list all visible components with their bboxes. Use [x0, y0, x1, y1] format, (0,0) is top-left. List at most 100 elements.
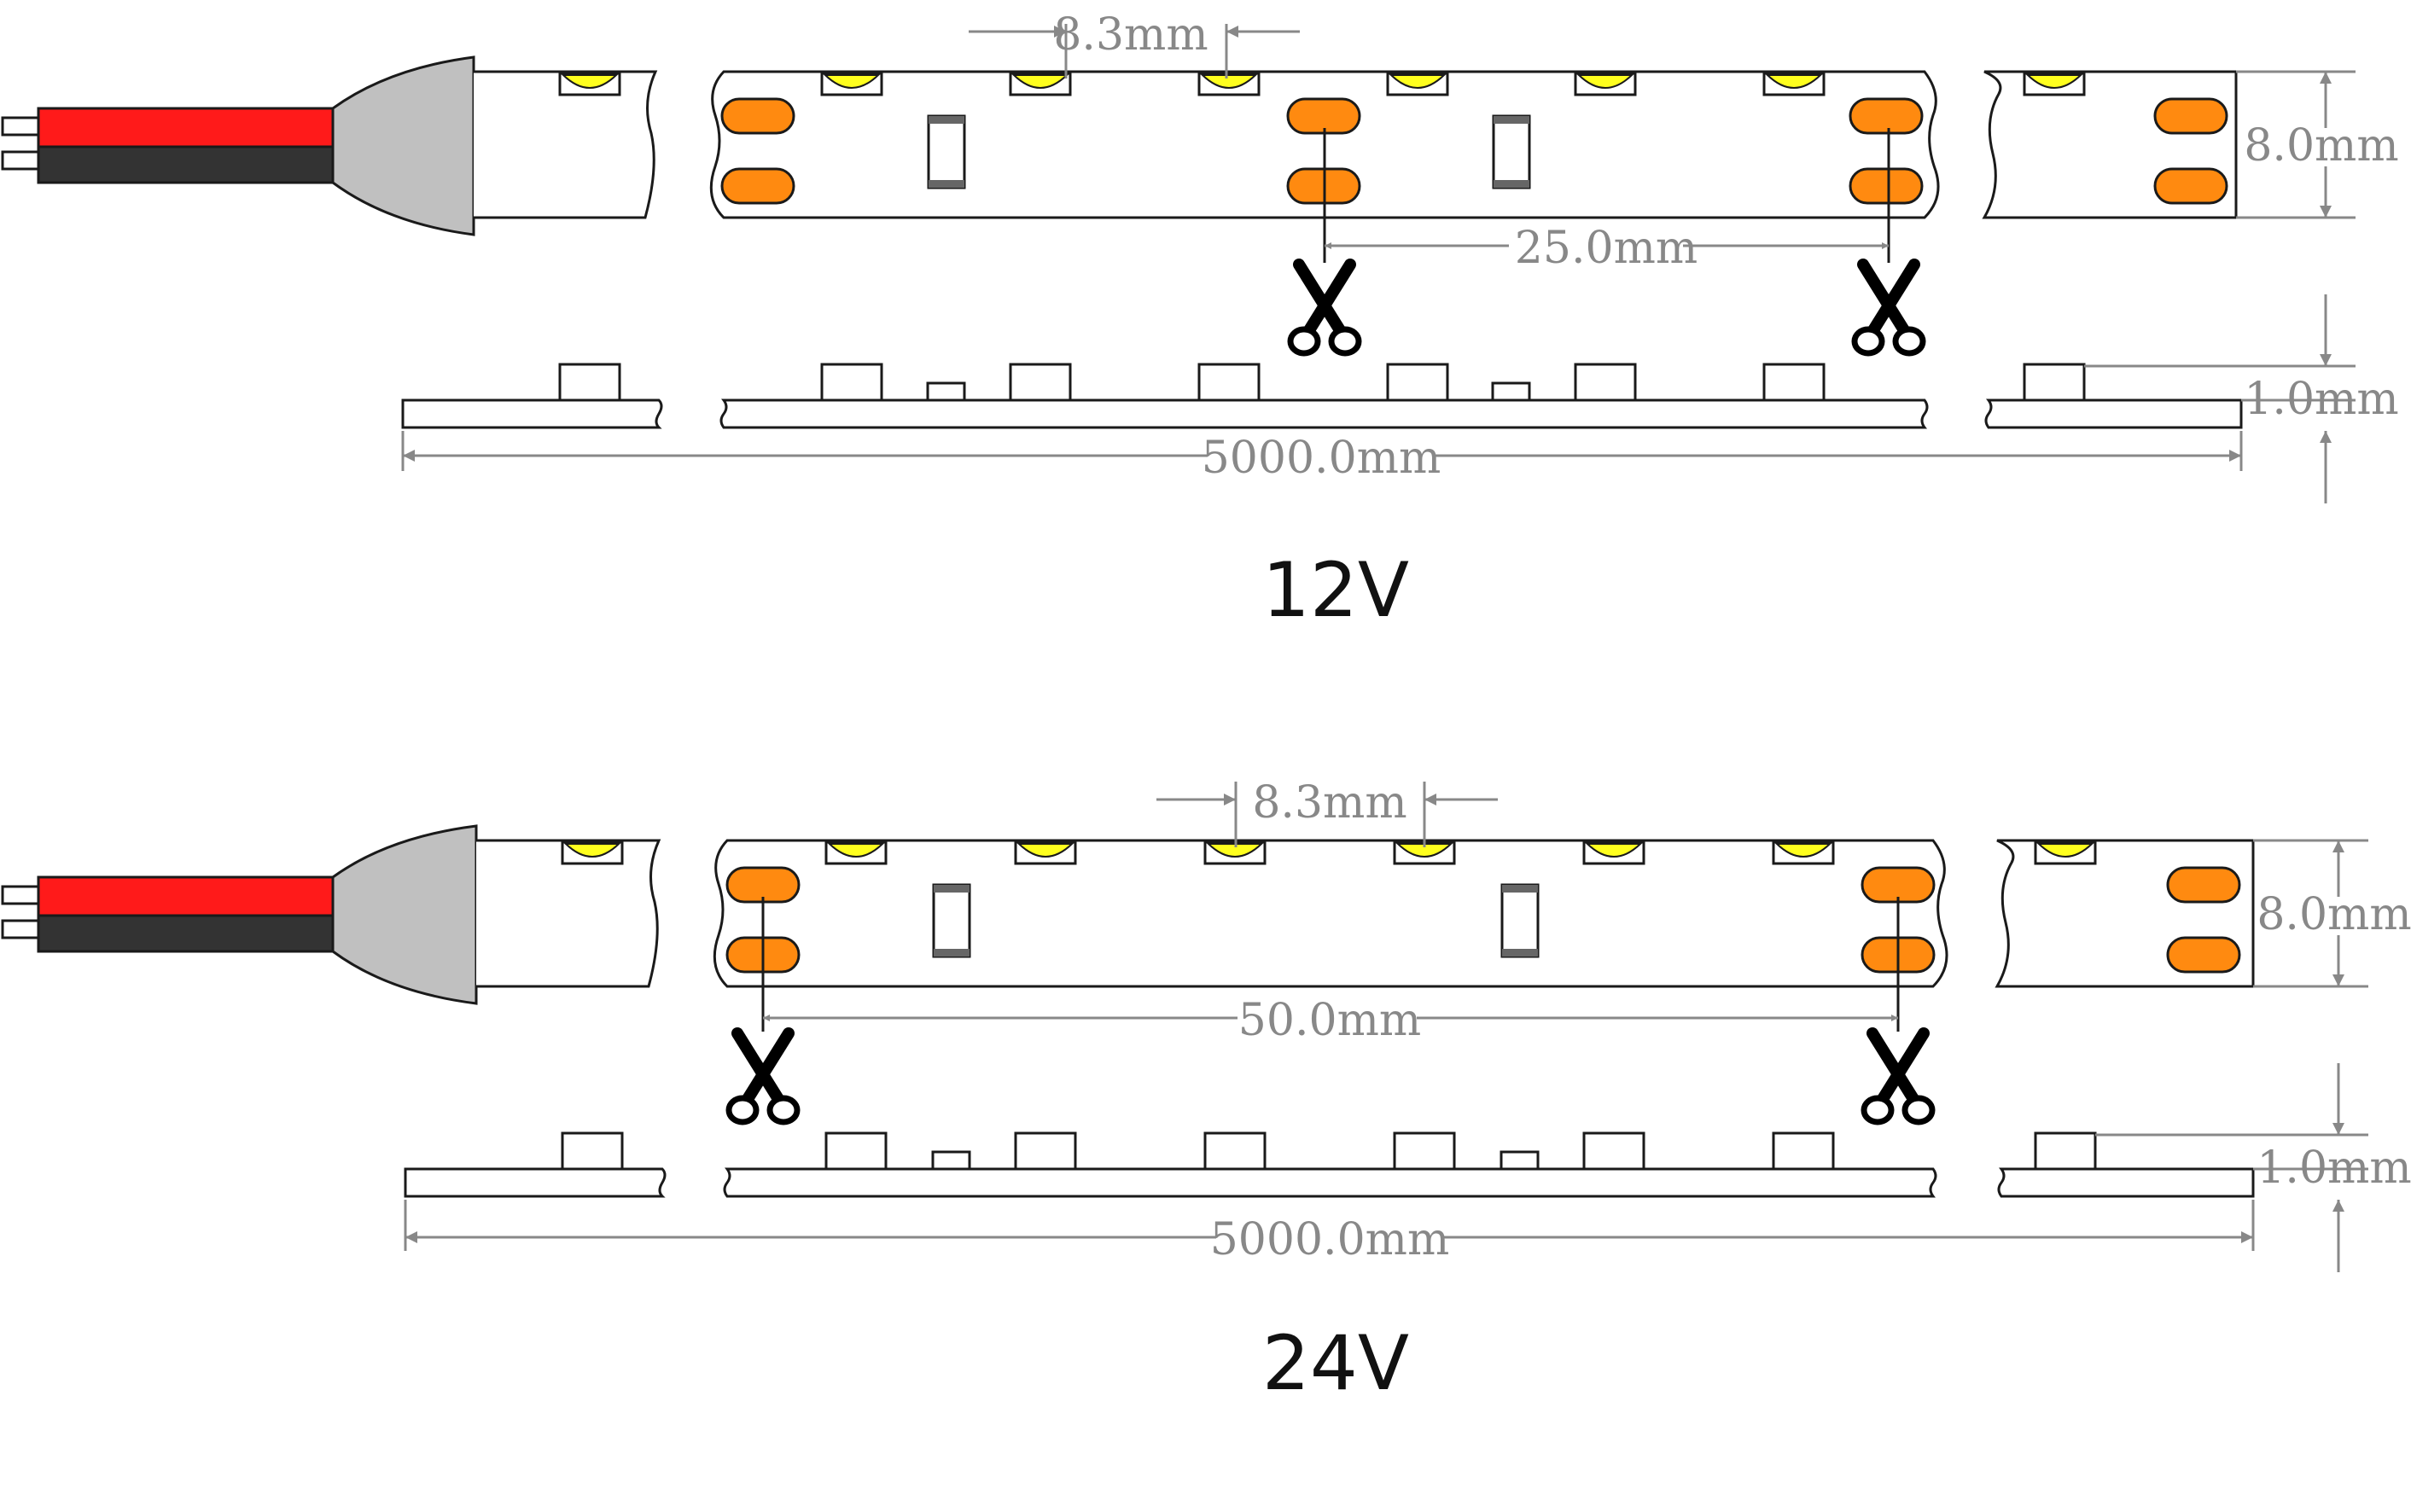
- led-pitch-dimension: 8.3mm: [1156, 777, 1498, 847]
- cut-interval-label: 50.0mm: [1238, 995, 1421, 1046]
- led-chip: [1203, 840, 1267, 865]
- led-chip: [1574, 72, 1637, 96]
- strip-top-middle: [713, 839, 1948, 988]
- wire-tip-black: [1, 919, 40, 939]
- led-chip: [820, 72, 883, 96]
- scissors-icon: [725, 1027, 801, 1125]
- diagram-12v: 8.3mm 25.0mm 8.0mm: [1, 9, 2399, 634]
- total-length-label: 5000.0mm: [1210, 1214, 1450, 1265]
- led-side: [1582, 1131, 1645, 1171]
- solder-pad: [720, 167, 795, 205]
- led-chip: [824, 840, 888, 865]
- voltage-label: 12V: [1262, 546, 1409, 634]
- led-row: [558, 72, 2086, 96]
- solder-pad: [2153, 167, 2228, 205]
- led-chip: [558, 72, 621, 96]
- led-chip: [1762, 72, 1826, 96]
- led-side: [824, 1131, 888, 1171]
- solder-pads: [720, 97, 2228, 205]
- led-side: [1772, 1131, 1835, 1171]
- width-dimension: 8.0mm: [2236, 70, 2399, 219]
- led-side: [1762, 363, 1826, 402]
- width-dimension: 8.0mm: [2253, 839, 2411, 988]
- scissors-icon: [1287, 259, 1362, 357]
- strip-top-start: [476, 839, 661, 988]
- cut-interval-dimension: 25.0mm: [1323, 128, 1890, 274]
- solder-pad: [2153, 97, 2228, 135]
- strip-top-start: [474, 70, 658, 219]
- led-side: [1014, 1131, 1077, 1171]
- led-chip: [1772, 840, 1835, 865]
- led-pitch-dimension: 8.3mm: [969, 9, 1300, 79]
- diagram-24v: 8.3mm 50.0mm 8.0mm: [1, 777, 2411, 1407]
- width-label: 8.0mm: [2257, 889, 2411, 940]
- voltage-label: 24V: [1262, 1319, 1409, 1407]
- solder-pad: [2166, 936, 2241, 974]
- solder-pad: [1849, 167, 1924, 205]
- resistor-side: [1491, 381, 1531, 402]
- led-side: [1386, 363, 1449, 402]
- led-chip: [1582, 840, 1645, 865]
- solder-pad: [720, 97, 795, 135]
- wire-tip-red: [1, 885, 40, 905]
- strip-side-middle: [723, 1167, 1937, 1198]
- led-chip: [1197, 72, 1261, 96]
- strip-side-end: [1984, 398, 2243, 429]
- resistor: [1492, 114, 1531, 189]
- scissors-icon: [1851, 259, 1926, 357]
- led-side: [1393, 1131, 1456, 1171]
- led-pitch-label: 8.3mm: [1053, 9, 1208, 61]
- wire-red: [37, 107, 335, 148]
- side-view: [401, 363, 2243, 429]
- lead-wire: [1, 55, 475, 236]
- cut-interval-label: 25.0mm: [1515, 223, 1698, 274]
- led-chip: [561, 840, 624, 865]
- resistor-side: [1500, 1150, 1540, 1171]
- led-chip: [1386, 72, 1449, 96]
- led-side: [561, 1131, 624, 1171]
- led-side: [1009, 363, 1072, 402]
- total-length-dimension: 5000.0mm: [404, 1200, 2255, 1265]
- led-chip: [1009, 72, 1072, 96]
- led-pitch-label: 8.3mm: [1252, 777, 1406, 829]
- solder-pad: [2166, 866, 2241, 904]
- cut-interval-dimension: 50.0mm: [761, 897, 1900, 1046]
- resistor-side: [926, 381, 966, 402]
- led-side: [2023, 363, 2086, 402]
- wire-black: [37, 914, 335, 953]
- led-chip: [2023, 72, 2086, 96]
- thickness-dimension: 1.0mm: [2084, 294, 2399, 503]
- led-side: [2034, 1131, 2097, 1171]
- total-length-label: 5000.0mm: [1202, 433, 1441, 484]
- wire-tip-red: [1, 116, 40, 137]
- thickness-dimension: 1.0mm: [2095, 1063, 2411, 1272]
- scissors-icon: [1861, 1027, 1936, 1125]
- solder-pad: [1849, 97, 1924, 135]
- resistor: [1500, 883, 1540, 958]
- lead-wire: [1, 824, 478, 1005]
- wire-black: [37, 145, 335, 184]
- strip-side-start: [404, 1167, 667, 1198]
- wire-tip-black: [1, 150, 40, 171]
- width-label: 8.0mm: [2244, 120, 2398, 172]
- led-side: [820, 363, 883, 402]
- led-chip: [1014, 840, 1077, 865]
- led-side: [558, 363, 621, 402]
- connector-boot: [331, 55, 475, 236]
- strip-side-middle: [719, 398, 1929, 429]
- led-side: [1197, 363, 1261, 402]
- connector-boot: [331, 824, 478, 1005]
- thickness-label: 1.0mm: [2257, 1143, 2411, 1194]
- thickness-label: 1.0mm: [2244, 374, 2398, 425]
- led-row: [561, 840, 2097, 865]
- total-length-dimension: 5000.0mm: [401, 431, 2243, 484]
- resistor: [932, 883, 971, 958]
- solder-pads: [725, 866, 2241, 974]
- resistor: [927, 114, 966, 189]
- resistor-side: [931, 1150, 971, 1171]
- led-side: [1574, 363, 1637, 402]
- side-view: [404, 1131, 2255, 1198]
- wire-red: [37, 875, 335, 917]
- led-side: [1203, 1131, 1267, 1171]
